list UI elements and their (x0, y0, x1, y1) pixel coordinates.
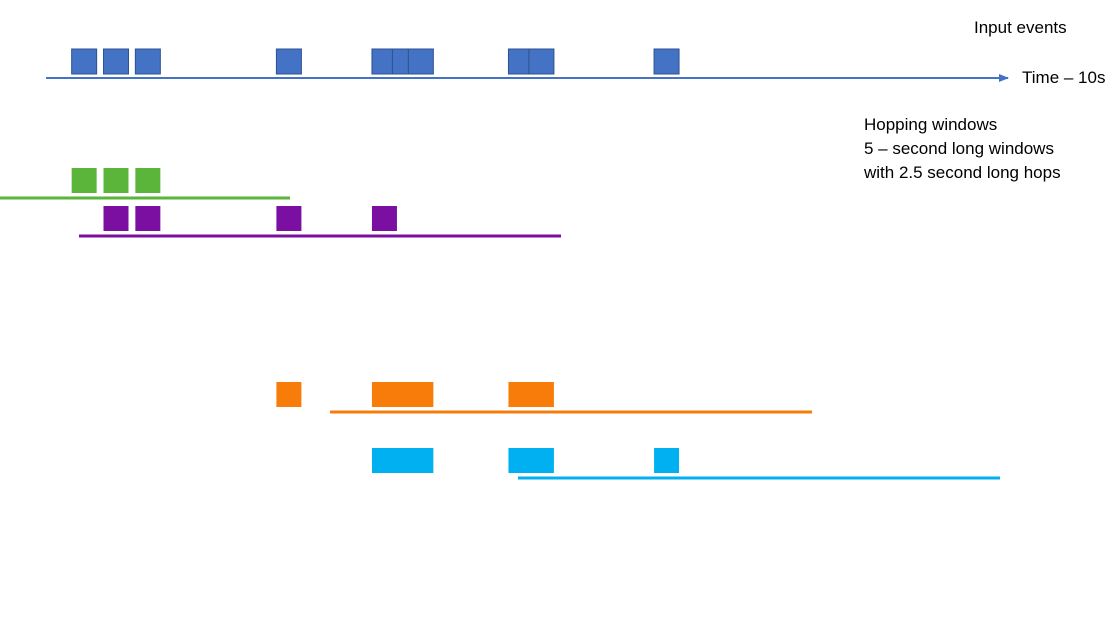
window-4-event-5 (528, 448, 554, 473)
window-1-event-3 (135, 168, 161, 193)
window-1-event-1 (71, 168, 97, 193)
hopping-window-length: 5 – second long windows (864, 139, 1054, 158)
input-event-4 (275, 48, 302, 75)
hopping-hop-length: with 2.5 second long hops (864, 163, 1061, 182)
input-events-label: Input events (974, 18, 1067, 37)
input-event-2 (103, 48, 129, 75)
window-2-event-2 (135, 206, 161, 231)
window-2-event-1 (103, 206, 129, 231)
hopping-windows-description: Hopping windows 5 – second long windows … (864, 113, 1061, 185)
input-event-9 (528, 48, 555, 75)
window-1-event-2 (103, 168, 129, 193)
input-event-10 (653, 48, 680, 75)
window-3-event-4 (408, 382, 434, 407)
window-2-event-3 (276, 206, 302, 231)
hopping-title: Hopping windows (864, 115, 998, 134)
window-3-event-1 (276, 382, 302, 407)
input-event-7 (407, 48, 434, 75)
window-4-event-3 (408, 448, 434, 473)
time-axis-label: Time – 10s (1022, 68, 1106, 87)
input-event-3 (134, 48, 161, 75)
window-4-event-6 (654, 448, 680, 473)
window-3-event-6 (528, 382, 554, 407)
input-event-1 (71, 48, 98, 75)
window-2-event-4 (371, 206, 397, 231)
